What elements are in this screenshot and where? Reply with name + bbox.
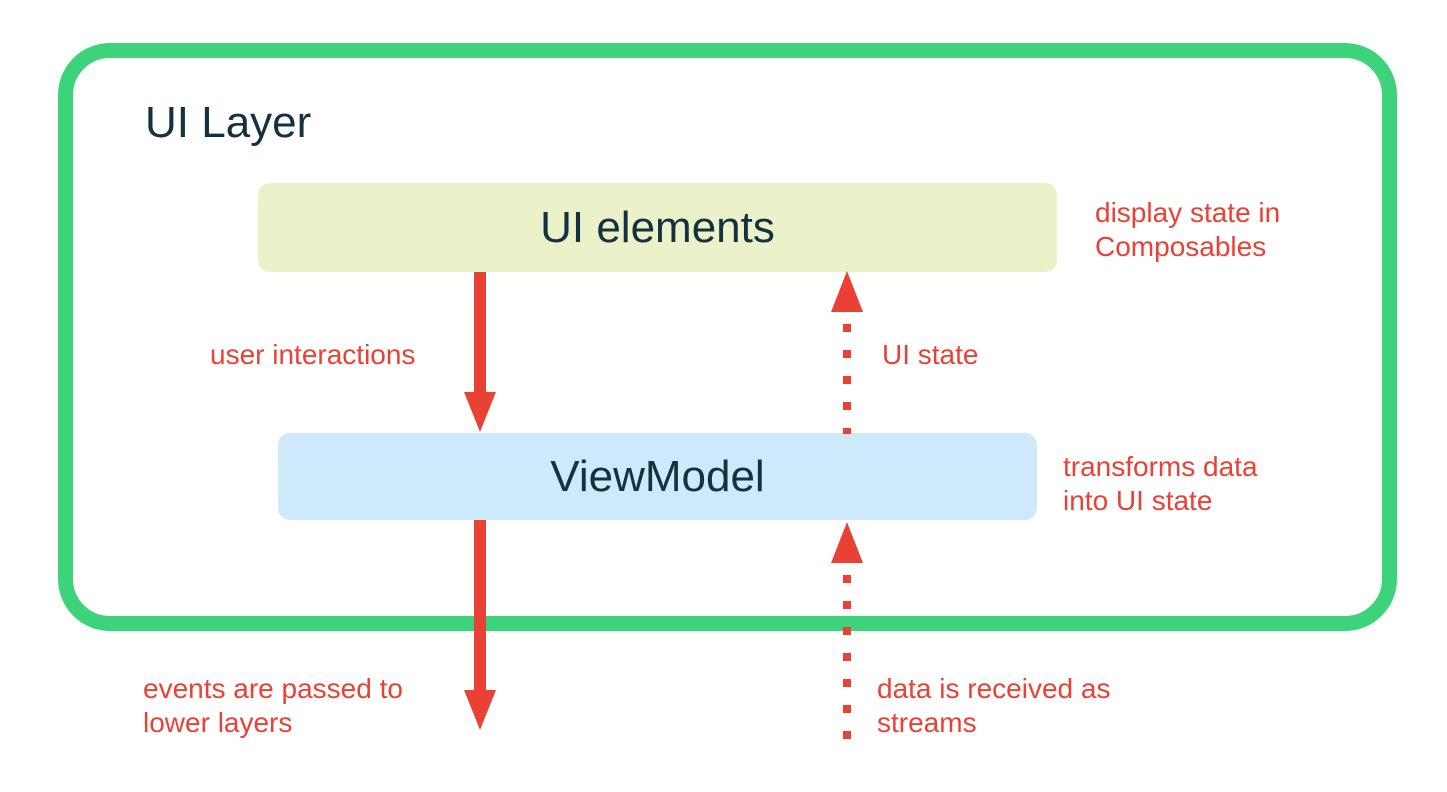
events-arrow-line: [474, 520, 486, 692]
events-arrowhead-icon: [464, 690, 496, 730]
viewmodel-annotation: transforms data into UI state: [1063, 451, 1258, 516]
user-interactions-arrow-line: [474, 272, 486, 394]
ui-state-arrowhead-icon: [831, 271, 863, 312]
ui-state-label: UI state: [882, 339, 979, 370]
ui-layer-frame: [58, 43, 1397, 631]
viewmodel-label: ViewModel: [550, 451, 765, 501]
ui-state-arrow-line: [843, 324, 851, 434]
ui-elements-box: UI elements: [258, 183, 1057, 272]
data-streams-arrow-line: [843, 575, 851, 743]
ui-layer-title: UI Layer: [145, 98, 312, 147]
user-interactions-label: user interactions: [210, 339, 416, 370]
ui-elements-annotation: display state in Composables: [1095, 197, 1281, 262]
user-interactions-arrowhead-icon: [464, 392, 496, 432]
viewmodel-box: ViewModel: [278, 433, 1037, 520]
events-lower-layers-label: events are passed to lower layers: [143, 673, 403, 738]
ui-elements-label: UI elements: [540, 202, 775, 252]
data-streams-label: data is received as streams: [877, 673, 1111, 738]
data-streams-arrowhead-icon: [831, 522, 863, 563]
